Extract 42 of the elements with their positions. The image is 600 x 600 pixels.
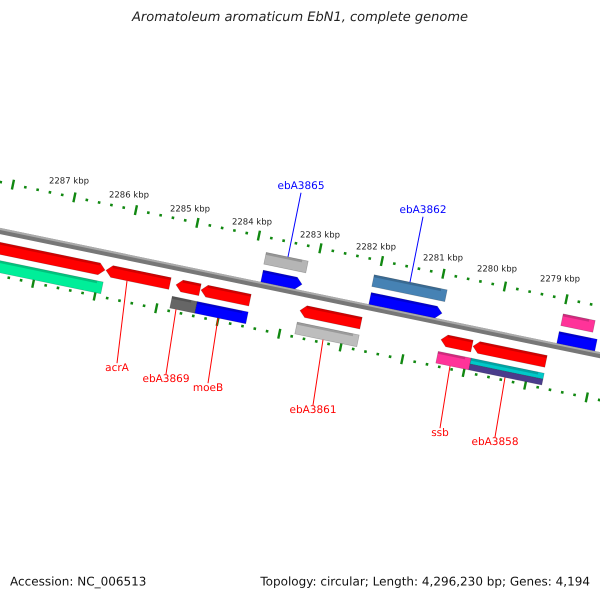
gene-feature: [472, 341, 548, 368]
scale-label: 2283 kbp: [300, 231, 340, 241]
title: Aromatoleum aromaticum EbN1, complete genome: [132, 10, 468, 26]
gene-feature: [106, 265, 172, 290]
gene-block: [371, 274, 448, 302]
leader-line: [288, 192, 302, 258]
scale-label: 2286 kbp: [108, 191, 150, 201]
leader-line: [440, 366, 450, 429]
gene-block: [556, 331, 598, 352]
scale-label: 2284 kbp: [232, 218, 272, 228]
gene-label: moeB: [192, 383, 224, 395]
gene-label: ssb: [431, 428, 449, 440]
gene-feature: [368, 292, 442, 318]
gene-feature: [300, 305, 363, 330]
scale-label: 2280 kbp: [476, 265, 518, 275]
gene-label: ebA3861: [289, 405, 337, 417]
scale-label: 2279 kbp: [540, 275, 580, 285]
gene-block: [435, 350, 472, 370]
leader-line: [208, 318, 218, 384]
gene-label: ebA3862: [399, 205, 447, 217]
leader-line: [116, 280, 128, 364]
gene-feature: [260, 270, 302, 290]
gene-label: ebA3858: [471, 437, 519, 449]
gene-block: [169, 296, 198, 314]
scale-label: 2287 kbp: [48, 177, 90, 187]
accession-text: Accession: NC_006513: [10, 575, 146, 589]
gene-label: ebA3865: [277, 181, 325, 193]
gene-label: ebA3869: [142, 374, 190, 386]
scale-label: 2285 kbp: [170, 205, 210, 215]
scale-label: 2281 kbp: [422, 254, 464, 264]
gene-block: [468, 358, 545, 386]
gene-label: acrA: [105, 363, 129, 375]
gene-block: [294, 322, 360, 348]
gene-feature: [176, 280, 202, 296]
leader-line: [494, 376, 506, 438]
gene-block: [560, 314, 596, 333]
genome-stats-text: Topology: circular; Length: 4,296,230 bp; Genes: 4,194: [260, 575, 590, 589]
leader-line: [410, 216, 424, 283]
scale-label: 2282 kbp: [356, 243, 396, 253]
gene-feature: [440, 334, 474, 352]
gene-block: [194, 301, 249, 324]
gene-block: [263, 252, 309, 274]
